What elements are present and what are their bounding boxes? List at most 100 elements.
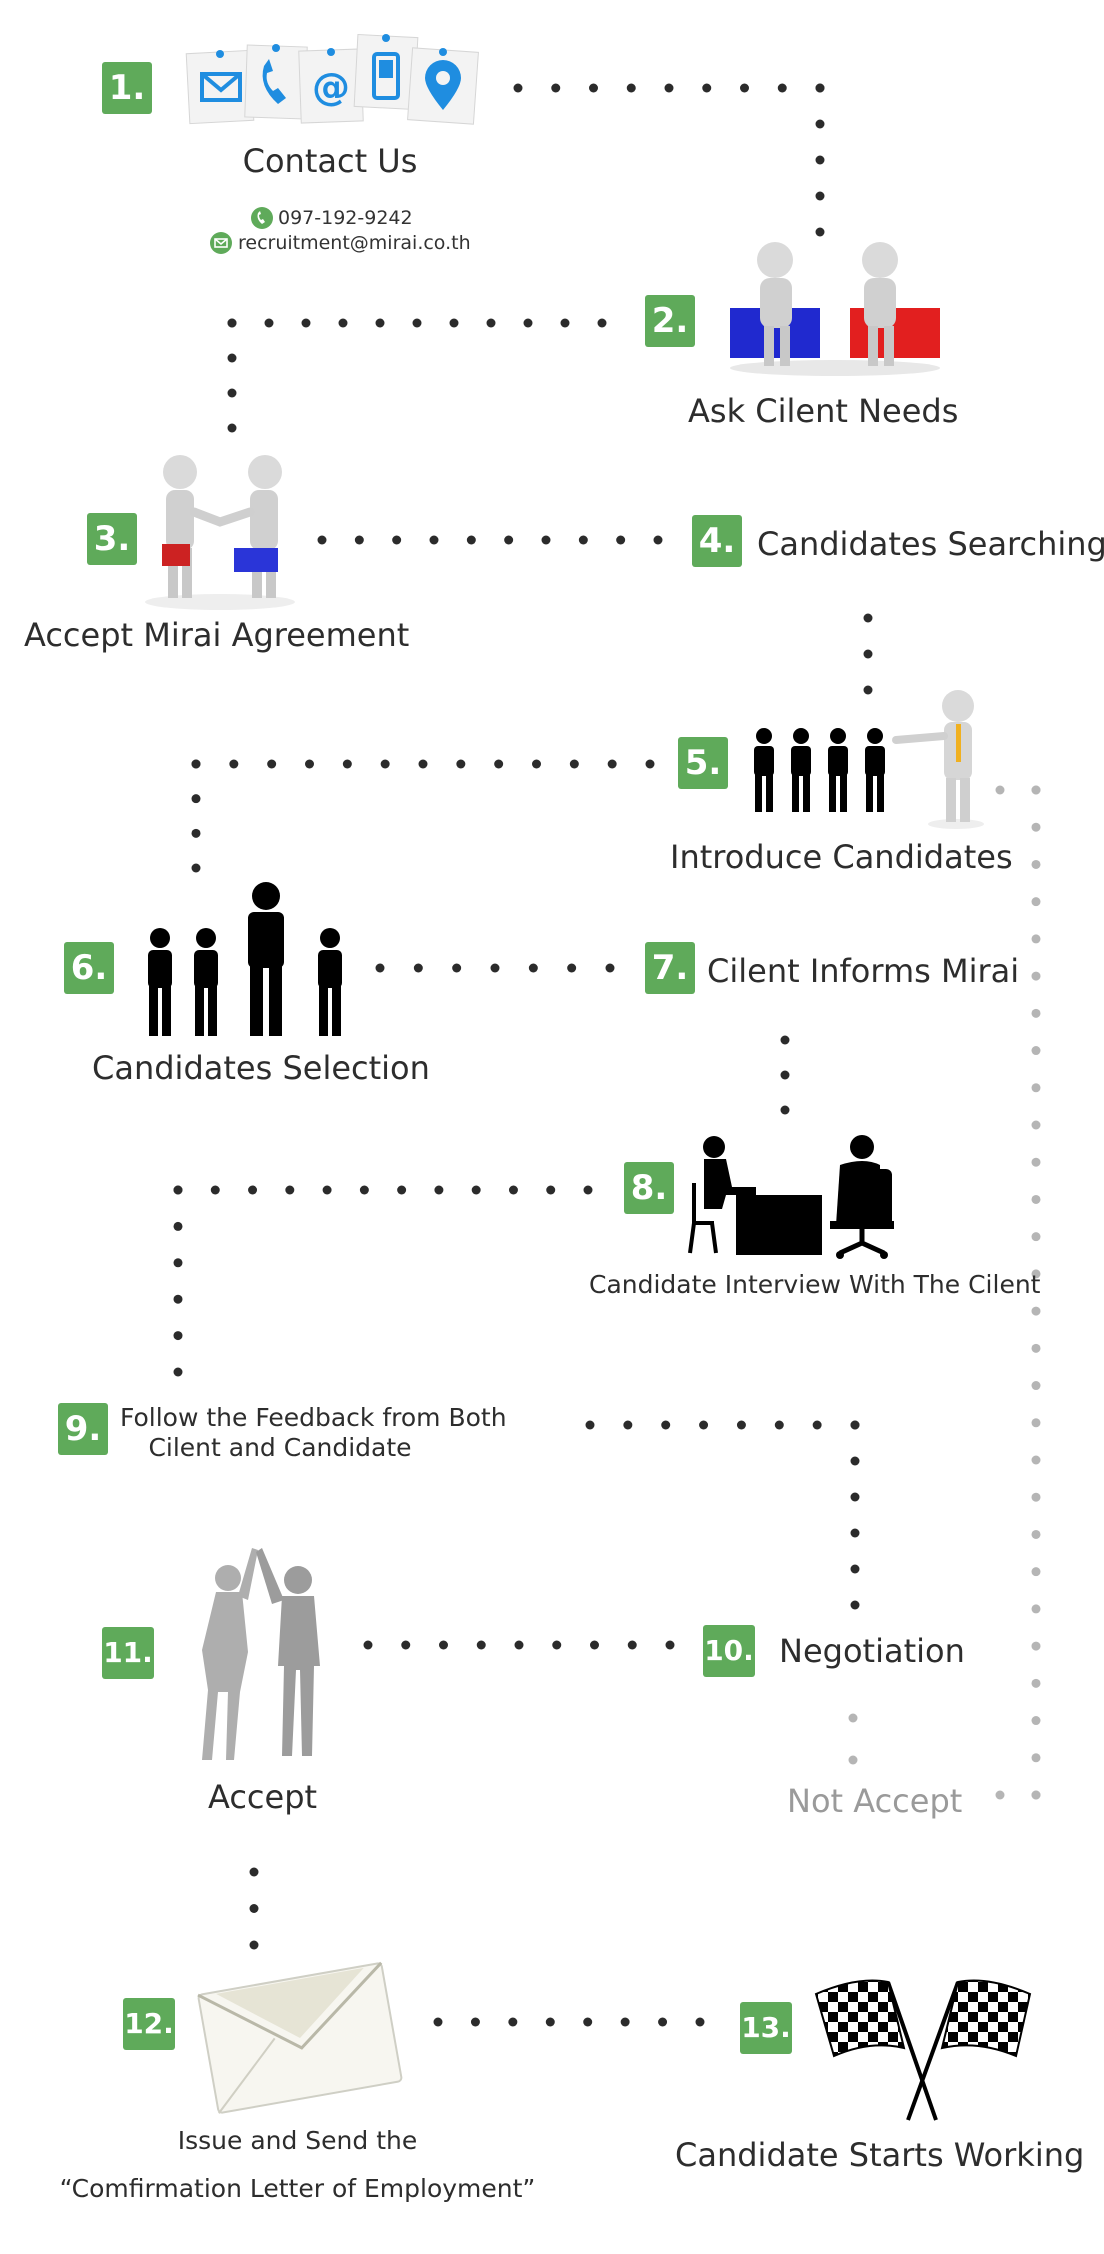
connector-dot (1031, 934, 1041, 944)
candidate-selection-image (148, 882, 342, 1036)
contact-email[interactable]: recruitment@mirai.co.th (238, 232, 471, 254)
location-pin-icon (407, 47, 479, 125)
step-9-label-line1: Follow the Feedback from Both (120, 1403, 507, 1432)
connector-dot (812, 1420, 822, 1430)
connector-dot (429, 535, 439, 545)
connector-dot (1031, 1232, 1041, 1242)
connector-dot (1031, 1790, 1041, 1800)
connector-dot (173, 1367, 183, 1377)
step-10-label: Negotiation (779, 1632, 965, 1670)
connector-dot (1031, 1455, 1041, 1465)
connector-dot (532, 759, 541, 769)
connector-dot (1031, 1529, 1041, 1539)
connector-dot (191, 828, 201, 838)
step-6-label: Candidates Selection (92, 1049, 430, 1087)
connector-dot (1031, 1381, 1041, 1391)
connector-dot (585, 1420, 595, 1430)
connector-dot (546, 1185, 556, 1195)
connector-dot (665, 1640, 675, 1650)
step-5-label: Introduce Candidates (670, 838, 1013, 876)
connector-dot (514, 1640, 524, 1650)
connector-dot (449, 318, 459, 328)
connector-dot (541, 535, 551, 545)
connector-dot (285, 1185, 295, 1195)
connector-dot (661, 1420, 671, 1430)
email-small-icon (210, 232, 232, 254)
connector-dot (626, 83, 636, 93)
connector-dot (645, 759, 655, 769)
connector-dot (815, 83, 825, 93)
step-5-badge: 5. (678, 737, 728, 789)
connector-dot (850, 1492, 860, 1502)
connector-dot (248, 1185, 258, 1195)
connector-dot (848, 1713, 858, 1723)
connector-dot (590, 1640, 599, 1650)
connector-dot (452, 963, 462, 973)
connector-dot (513, 83, 523, 93)
connector-dot (173, 1185, 183, 1195)
step-2-badge: 2. (645, 295, 695, 347)
connector-dot (249, 1904, 259, 1913)
connector-dot (210, 1185, 220, 1195)
connector-dot (413, 963, 423, 973)
connector-dot (456, 759, 466, 769)
connector-dot (551, 83, 561, 93)
connector-dot (583, 2017, 593, 2027)
connector-dot (850, 1528, 860, 1538)
phone-icon (244, 44, 308, 120)
connector-dot (433, 2017, 443, 2027)
high-five-image (202, 1548, 320, 1760)
connector-dot (359, 1185, 369, 1195)
connector-dot (850, 1564, 860, 1574)
connector-dot (699, 1420, 709, 1430)
step-3-badge: 3. (87, 513, 137, 565)
connector-dot (173, 1258, 183, 1268)
connector-dot (528, 963, 538, 973)
candidates-lineup-image (754, 690, 984, 829)
connector-dot (780, 1070, 790, 1080)
connector-dot (780, 1035, 790, 1045)
connector-dot (815, 155, 825, 165)
step-8-badge: 8. (624, 1162, 674, 1214)
connector-dot (815, 191, 825, 201)
connector-dot (439, 1640, 448, 1650)
connector-dot (490, 963, 500, 973)
connector-dot (1031, 1269, 1041, 1279)
connector-dot (623, 1420, 633, 1430)
connector-dot (486, 318, 496, 328)
connector-dot (354, 535, 364, 545)
connector-dot (569, 759, 579, 769)
mobile-icon (353, 33, 419, 111)
at-icon: @ (298, 48, 364, 124)
checkered-flags-image (814, 1979, 1032, 2121)
connector-dot (342, 759, 352, 769)
connector-dot (1031, 1604, 1041, 1614)
step-9-label-line2: Cilent and Candidate (148, 1433, 412, 1462)
connector-dot (815, 119, 825, 129)
connector-dot (434, 1185, 444, 1195)
connector-dot (227, 318, 237, 328)
connector-dot (863, 685, 873, 695)
connector-dot (173, 1331, 183, 1341)
connector-dot (995, 785, 1005, 795)
step-10-badge: 10. (703, 1625, 755, 1677)
connector-dot (848, 1755, 858, 1765)
connector-dot (578, 535, 588, 545)
connector-dot (1031, 971, 1041, 981)
connector-dot (589, 83, 598, 93)
connector-dot (173, 1221, 183, 1231)
step-8-label: Candidate Interview With The Cilent (589, 1270, 1041, 1299)
connector-dot (397, 1185, 407, 1195)
connector-dot (1031, 1046, 1041, 1056)
handshake-image (145, 455, 295, 610)
connector-dot (375, 963, 385, 973)
connector-dot (1031, 1753, 1041, 1763)
connector-dot (658, 2017, 668, 2027)
connector-dot (267, 759, 277, 769)
step-12-badge: 12. (123, 1998, 175, 2050)
connector-dot (471, 1185, 481, 1195)
connector-dot (1031, 1083, 1041, 1093)
connector-dot (552, 1640, 562, 1650)
step-11-badge: 11. (102, 1627, 154, 1679)
